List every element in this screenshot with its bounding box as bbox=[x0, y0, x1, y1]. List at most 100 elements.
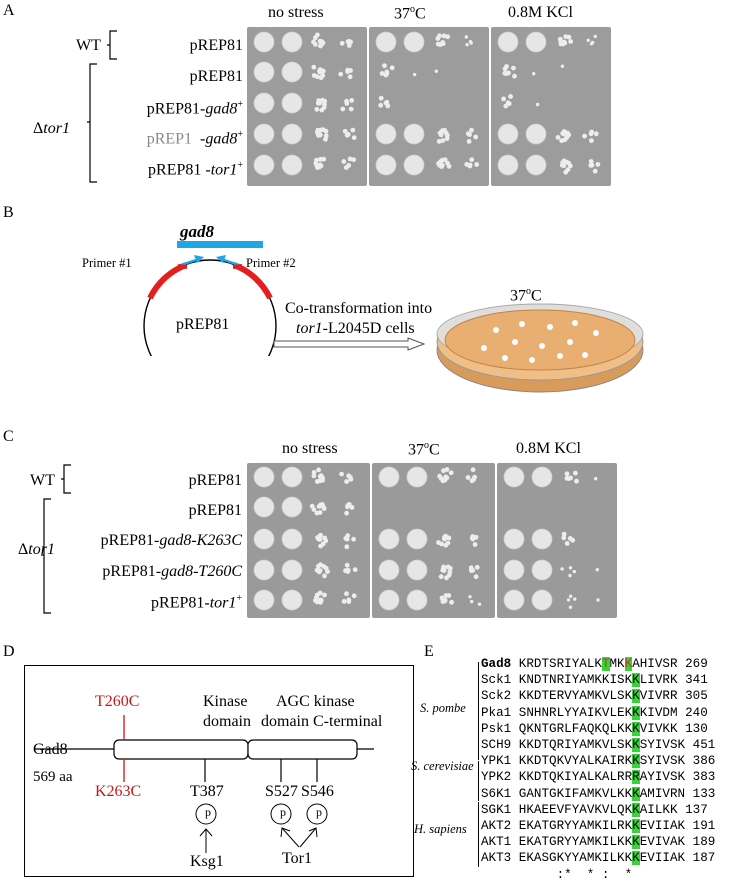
colony bbox=[436, 161, 441, 166]
colony-spot bbox=[281, 61, 303, 83]
colony bbox=[345, 569, 351, 574]
colony bbox=[442, 127, 447, 133]
alignment-sequence: KKDTQKIYALKALRRRAYIVSK bbox=[518, 770, 686, 785]
alignment-sequence: EKASGKYYAMKILKKKEVIIAK bbox=[518, 851, 686, 866]
primer1-arc bbox=[147, 262, 188, 300]
colony bbox=[557, 36, 563, 42]
colony bbox=[568, 475, 573, 481]
colony bbox=[318, 597, 324, 603]
colony bbox=[323, 128, 329, 134]
colony bbox=[467, 132, 472, 137]
bracket-wt-a bbox=[107, 30, 117, 60]
colony bbox=[314, 157, 319, 163]
alignment-position: 341 bbox=[677, 673, 708, 688]
colony bbox=[440, 567, 446, 573]
colony bbox=[573, 597, 577, 601]
colony bbox=[321, 506, 327, 511]
colony-spot bbox=[378, 466, 400, 488]
colony-spot bbox=[253, 466, 275, 488]
colony bbox=[564, 541, 570, 546]
colony bbox=[466, 139, 472, 144]
colony bbox=[316, 467, 321, 473]
panel-label-c: C bbox=[3, 428, 14, 445]
colony bbox=[474, 564, 480, 570]
alignment-protein-name: YPK1 bbox=[481, 754, 519, 769]
colony bbox=[560, 131, 566, 136]
species-divider-2 bbox=[478, 761, 479, 801]
colony bbox=[348, 39, 353, 45]
alignment-protein-name: Sck2 bbox=[481, 689, 519, 704]
agc-domain-label-2: domain C-terminal bbox=[261, 713, 383, 730]
colony bbox=[383, 100, 389, 106]
alignment-position: 189 bbox=[685, 835, 716, 850]
alignment-position: 130 bbox=[677, 721, 708, 736]
colony bbox=[311, 473, 317, 479]
plate-temp-label: 37oC bbox=[510, 286, 542, 305]
mutation-k263c: K263C bbox=[95, 783, 142, 800]
alignment-protein-name: SCH9 bbox=[481, 738, 519, 753]
colony bbox=[347, 74, 353, 80]
kinase-tor1: Tor1 bbox=[282, 850, 312, 867]
highlight-k263: K bbox=[632, 786, 640, 801]
alignment-protein-name: AKT1 bbox=[481, 835, 519, 850]
primer1-label: Primer #1 bbox=[82, 256, 132, 270]
highlight-k263: K bbox=[632, 851, 640, 866]
petri-dish bbox=[436, 303, 644, 393]
colony bbox=[505, 100, 511, 106]
gad8-gene-label: gad8 bbox=[180, 222, 214, 241]
colony bbox=[343, 536, 349, 541]
colony bbox=[444, 475, 450, 481]
colony-spot bbox=[253, 123, 275, 145]
colony-spot bbox=[497, 123, 519, 145]
colony bbox=[344, 591, 349, 597]
colony bbox=[343, 165, 349, 171]
colony bbox=[508, 94, 513, 99]
plasmid-diagram bbox=[143, 241, 277, 356]
colony-spot bbox=[281, 559, 303, 581]
colony bbox=[560, 567, 564, 571]
species-sapiens: H. sapiens bbox=[414, 822, 467, 836]
phospho-circle-s546 bbox=[306, 803, 328, 825]
row-c-0: pREP81 bbox=[188, 472, 242, 489]
colony bbox=[323, 538, 329, 544]
colony-spot bbox=[281, 528, 303, 550]
condition-kcl: 0.8M KCl bbox=[508, 4, 573, 21]
colony bbox=[444, 575, 449, 581]
colony bbox=[351, 157, 357, 163]
colony bbox=[470, 467, 476, 473]
colony-spot bbox=[525, 154, 547, 176]
colony bbox=[582, 133, 587, 139]
colony-spot bbox=[253, 31, 275, 53]
colony-spot bbox=[281, 466, 303, 488]
colony bbox=[468, 595, 472, 599]
colony bbox=[382, 63, 387, 69]
cotransform-line2: tor1-L2045D cells bbox=[296, 320, 415, 337]
colony bbox=[506, 70, 511, 76]
colony bbox=[504, 64, 509, 69]
colony bbox=[318, 473, 324, 479]
colony bbox=[474, 162, 480, 167]
colony bbox=[318, 43, 323, 49]
colony bbox=[342, 128, 348, 134]
alignment-position: 269 bbox=[677, 657, 708, 671]
highlight-k263: K bbox=[632, 721, 640, 736]
highlight-k263: K bbox=[632, 689, 640, 704]
highlight-k263: K bbox=[632, 738, 640, 753]
colony bbox=[319, 107, 325, 113]
colony bbox=[561, 535, 567, 541]
colony-spot bbox=[378, 589, 400, 611]
colony bbox=[440, 478, 446, 484]
colony bbox=[440, 138, 446, 143]
alignment-row: Pka1 SNHNRLYYAIKVLEKKKIVDM 240 bbox=[481, 705, 715, 721]
colony bbox=[558, 41, 564, 47]
colony bbox=[389, 65, 395, 71]
colony bbox=[566, 34, 572, 40]
colony bbox=[473, 574, 479, 580]
colony bbox=[563, 169, 569, 175]
colony-spot bbox=[281, 123, 303, 145]
alignment-position: 133 bbox=[685, 786, 716, 801]
colony-spot bbox=[497, 154, 519, 176]
colony bbox=[560, 64, 565, 68]
colony bbox=[347, 156, 353, 162]
panel-label-d: D bbox=[3, 643, 15, 660]
